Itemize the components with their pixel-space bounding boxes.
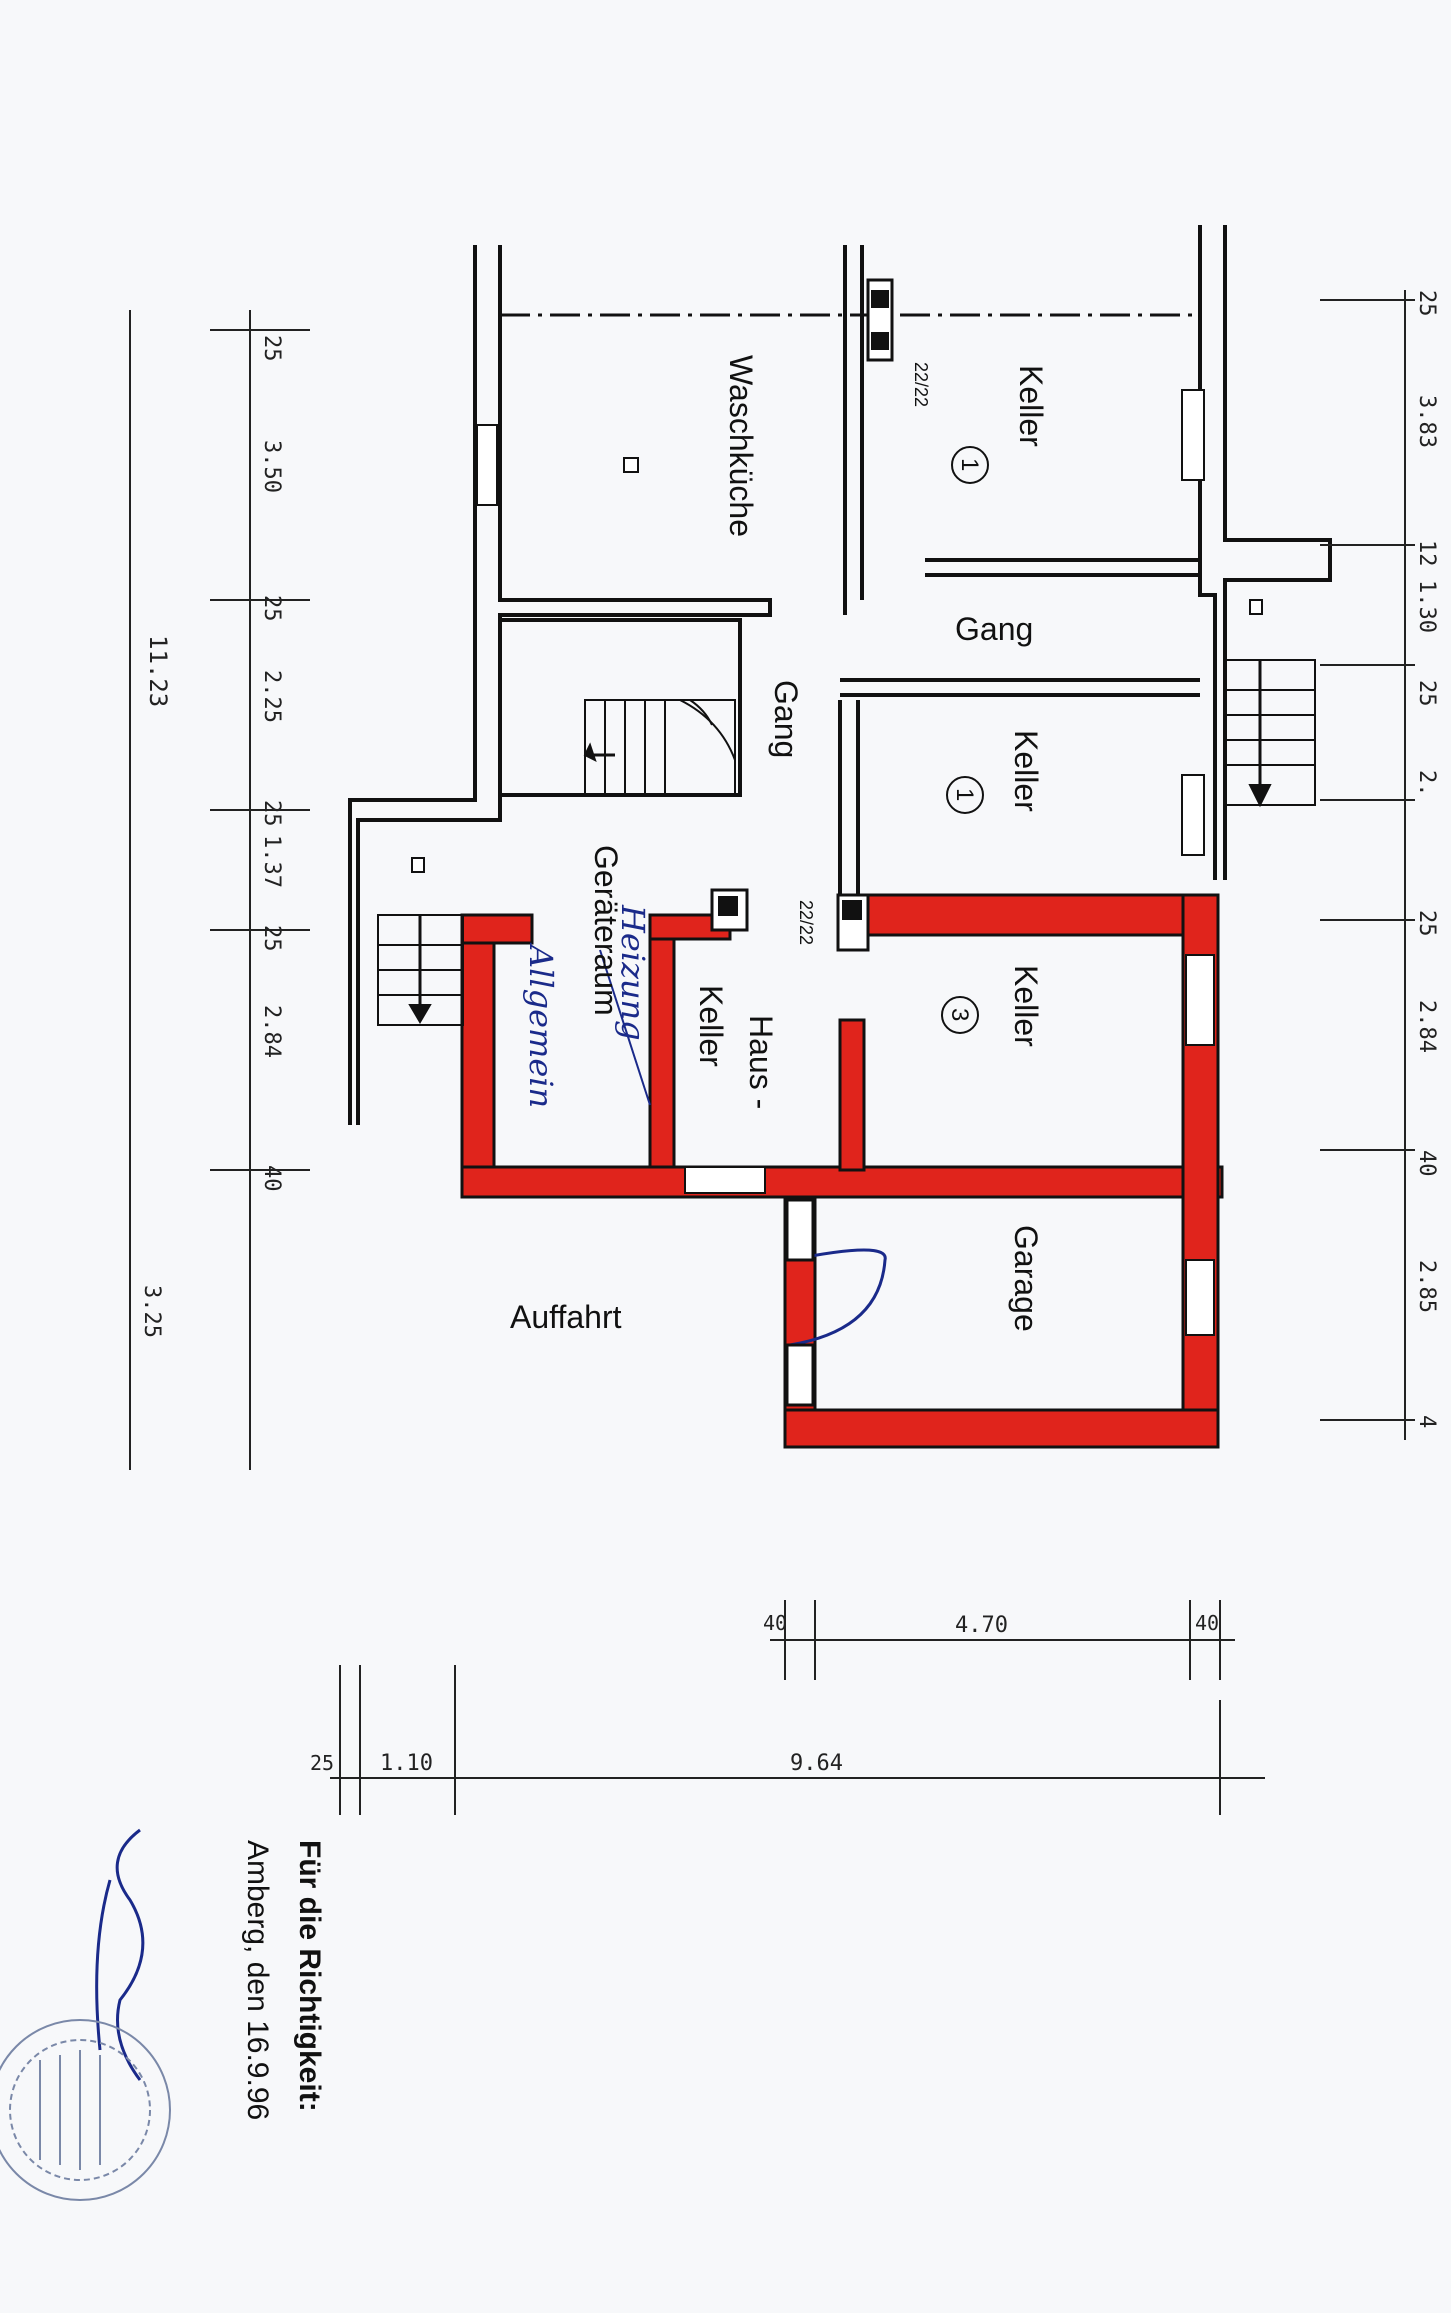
dim-left-4: 25 bbox=[259, 800, 284, 827]
drain-fixtures bbox=[411, 457, 1263, 873]
room-label-gang-upper: Gang bbox=[955, 611, 1033, 647]
dim-right-10: 4 bbox=[1414, 1415, 1439, 1428]
dim-right-9: 2.85 bbox=[1414, 1260, 1439, 1313]
dim-left-9: 3.25 bbox=[139, 1285, 164, 1338]
chimney-mark-upper: 22/22 bbox=[911, 362, 931, 407]
dim-bottom-outer-2: 9.64 bbox=[790, 1751, 843, 1776]
dim-right-6: 25 bbox=[1414, 910, 1439, 937]
room-label-garage: Garage bbox=[1008, 1225, 1044, 1332]
dimensions-left: 25 3.50 25 2.25 25 1.37 25 2.84 40 3.25 … bbox=[139, 335, 284, 1338]
room-number-circle-top bbox=[951, 446, 989, 484]
room-label-keller-top: Keller bbox=[1013, 365, 1049, 447]
stairs-exterior-right bbox=[1224, 659, 1316, 808]
room-number-top: 1 bbox=[956, 458, 983, 471]
dim-left-8: 40 bbox=[259, 1165, 284, 1192]
dim-left-6: 25 bbox=[259, 925, 284, 952]
official-stamp bbox=[0, 2019, 171, 2201]
room-label-keller-mid: Keller bbox=[1008, 730, 1044, 812]
room-label-gang-lower: Gang bbox=[768, 680, 804, 758]
dim-right-2: 12 bbox=[1414, 540, 1439, 567]
area-label-auffahrt: Auffahrt bbox=[510, 1299, 622, 1335]
dim-left-2: 25 bbox=[259, 595, 284, 622]
dimension-lines bbox=[129, 290, 1415, 1815]
chimney-upper bbox=[866, 278, 894, 362]
stairs-inner bbox=[583, 699, 736, 796]
room-label-haus-keller-2: Keller bbox=[693, 985, 729, 1067]
walls bbox=[348, 225, 1332, 1125]
dim-right-7: 2.84 bbox=[1414, 1000, 1439, 1053]
signature bbox=[95, 1828, 145, 2081]
dim-right-3: 1.30 bbox=[1414, 580, 1439, 633]
annotation-line bbox=[599, 949, 651, 1106]
handwritten-allgemein: Allgemein bbox=[522, 942, 560, 1108]
dim-left-5: 1.37 bbox=[259, 835, 284, 888]
chimney-lower bbox=[710, 888, 870, 952]
dim-right-0: 25 bbox=[1414, 290, 1439, 317]
chimney-mark-lower: 22/22 bbox=[796, 900, 816, 945]
dim-bottom-inner-1: 4.70 bbox=[955, 1613, 1008, 1638]
dim-right-4: 25 bbox=[1414, 680, 1439, 707]
stairs-exterior-left bbox=[377, 914, 464, 1026]
room-label-geraeteraum: Geräteraum bbox=[588, 845, 624, 1016]
dim-total-left: 11.23 bbox=[144, 635, 172, 707]
dim-left-3: 2.25 bbox=[259, 670, 284, 723]
dim-bottom-outer-1: 1.10 bbox=[380, 1751, 433, 1776]
dim-right-8: 40 bbox=[1414, 1150, 1439, 1177]
dim-left-1: 3.50 bbox=[259, 440, 284, 493]
certification-title: Für die Richtigkeit: bbox=[293, 1840, 326, 2112]
dim-bottom-inner-0: 40 bbox=[763, 1611, 787, 1635]
certification-place-date: Amberg, den 16.9.96 bbox=[241, 1840, 274, 2120]
windows bbox=[476, 389, 1215, 1336]
dim-bottom-inner-2: 40 bbox=[1195, 1611, 1219, 1635]
room-label-keller-lower: Keller bbox=[1008, 965, 1044, 1047]
room-number-circle-lower bbox=[941, 996, 979, 1034]
garage-door bbox=[785, 1198, 887, 1407]
dim-bottom-outer-0: 25 bbox=[310, 1751, 334, 1775]
room-number-circle-mid bbox=[946, 776, 984, 814]
dimensions-right: 25 3.83 12 1.30 25 2. 25 2.84 40 2.85 4 bbox=[1414, 290, 1439, 1428]
room-label-haus-keller-1: Haus - bbox=[743, 1015, 779, 1109]
handwritten-heizung: Heizung bbox=[614, 904, 652, 1041]
room-number-lower: 3 bbox=[946, 1008, 973, 1021]
dim-left-0: 25 bbox=[259, 335, 284, 362]
room-label-waschkueche: Waschküche bbox=[723, 355, 759, 537]
dim-right-5: 2. bbox=[1414, 770, 1439, 797]
dim-left-7: 2.84 bbox=[259, 1005, 284, 1058]
dim-right-1: 3.83 bbox=[1414, 395, 1439, 448]
dimensions-bottom: 40 4.70 40 25 1.10 9.64 bbox=[310, 1611, 1219, 1776]
room-number-mid: 1 bbox=[951, 788, 978, 801]
